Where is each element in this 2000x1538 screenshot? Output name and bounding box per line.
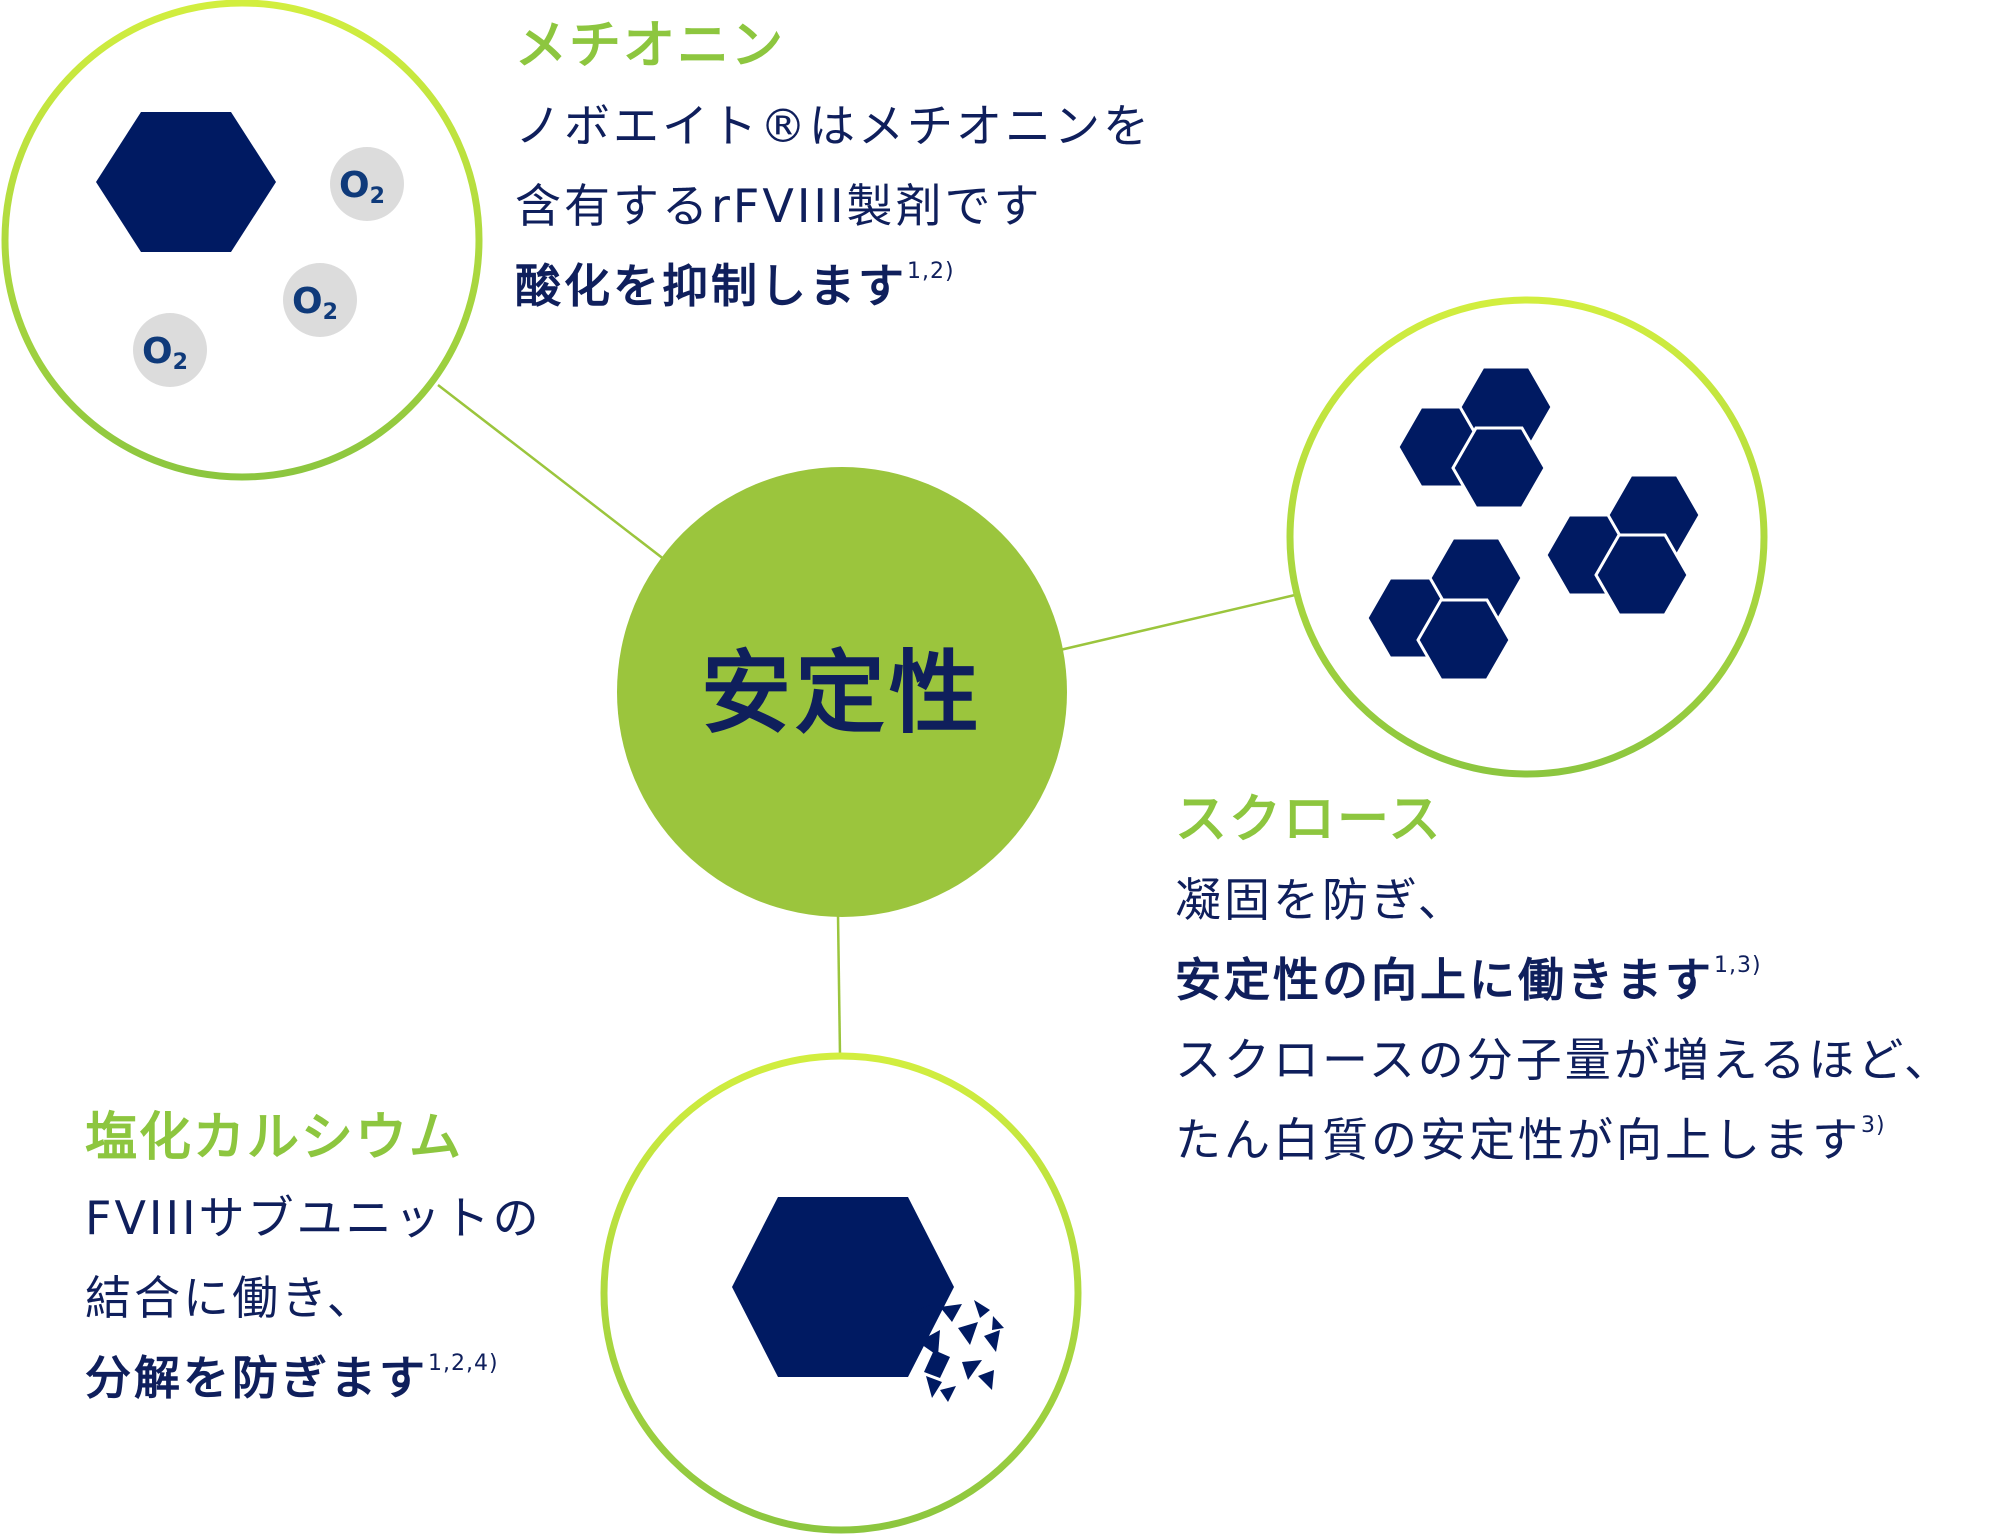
methionine-emphasis: 酸化を抑制します [515,259,907,313]
o2-bubble-1: O2 [330,147,404,221]
methionine-reference: 1,2) [907,259,955,284]
sucrose-text-block: スクロース 凝固を防ぎ、 安定性の向上に働きます1,3) スクロースの分子量が増… [1175,780,1953,1180]
calcium-emphasis: 分解を防ぎます [85,1351,428,1405]
calcium-hexagon [732,1197,954,1377]
methionine-hexagon [96,112,276,252]
sucrose-reference-2: 3) [1861,1113,1886,1138]
sucrose-hexagon-cluster-3 [1365,536,1524,682]
calcium-fragments [910,1300,1004,1402]
sucrose-hexagon-cluster-1 [1396,365,1554,510]
o2-bubble-3: O2 [133,313,207,387]
methionine-line-1: ノボエイト®はメチオニンを [515,99,1152,153]
calcium-line-1: FVIIIサブユニットの [85,1191,542,1245]
calcium-text-block: 塩化カルシウム FVIIIサブユニットの 結合に働き、 分解を防ぎます1,2,4… [85,1098,542,1418]
sucrose-heading: スクロース [1175,790,1443,850]
sucrose-hexagon-cluster-2 [1544,473,1702,617]
calcium-heading: 塩化カルシウム [85,1108,464,1168]
sucrose-line-4: たん白質の安定性が向上します3) [1175,1100,1953,1180]
methionine-line-3: 酸化を抑制します1,2) [515,246,1152,326]
sucrose-emphasis: 安定性の向上に働きます [1175,953,1714,1007]
connector-calcium [836,914,842,1056]
connector-sucrose [1059,593,1296,652]
sucrose-line-3: スクロースの分子量が増えるほど、 [1175,1033,1954,1087]
svg-text:O2: O2 [292,281,338,325]
methionine-heading: メチオニン [515,16,786,76]
methionine-circle [1,0,483,481]
o2-bubble-2: O2 [283,263,357,337]
center-circle [617,467,1067,917]
svg-text:O2: O2 [142,331,188,375]
methionine-text-block: メチオニン ノボエイト®はメチオニンを 含有するrFVIII製剤です 酸化を抑制… [515,6,1152,326]
calcium-reference: 1,2,4) [428,1351,499,1376]
sucrose-line-1: 凝固を防ぎ、 [1175,873,1467,927]
calcium-line-3: 分解を防ぎます1,2,4) [85,1338,542,1418]
center-label: 安定性 [701,641,983,746]
methionine-line-2: 含有するrFVIII製剤です [515,179,1043,233]
connector-methionine [437,384,666,561]
sucrose-line-4-text: たん白質の安定性が向上します [1175,1113,1861,1167]
sucrose-reference-1: 1,3) [1714,953,1762,978]
svg-text:O2: O2 [339,165,385,209]
sucrose-line-2: 安定性の向上に働きます1,3) [1175,940,1953,1020]
calcium-line-2: 結合に働き、 [85,1271,376,1325]
